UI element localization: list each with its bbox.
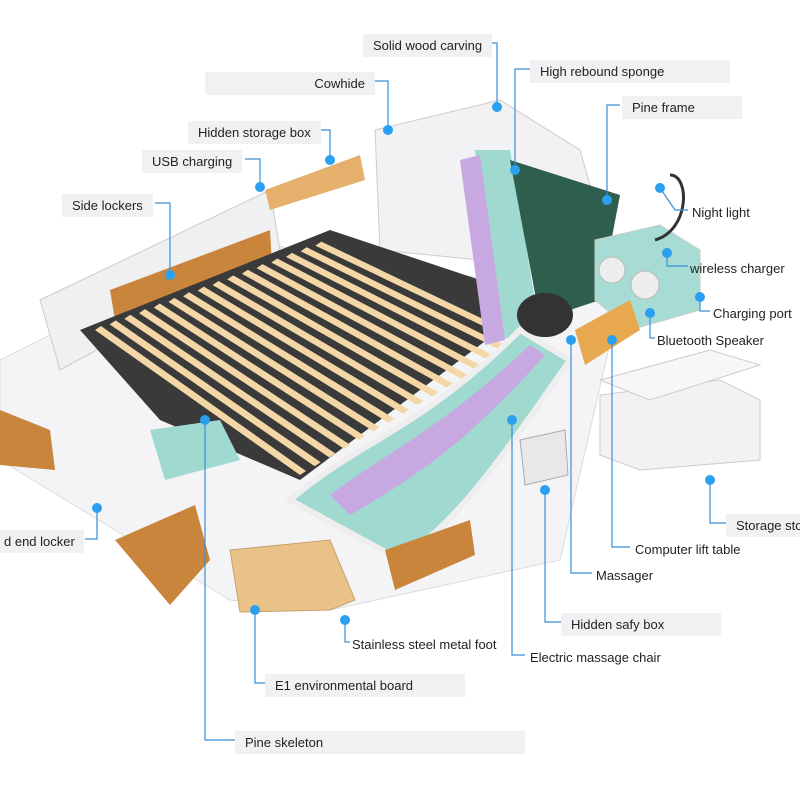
label-pine-frame: Pine frame: [622, 96, 742, 119]
bluetooth-speaker: [630, 270, 660, 300]
label-electric-massage-chair: Electric massage chair: [530, 650, 661, 665]
label-pine-skeleton: Pine skeleton: [235, 731, 525, 754]
storage-stool: [599, 379, 761, 471]
label-cowhide: Cowhide: [205, 72, 375, 95]
slat: [212, 281, 424, 405]
label-solid-wood-carving: Solid wood carving: [363, 34, 493, 57]
slat: [183, 292, 395, 423]
pine-frame-slats: [510, 160, 620, 320]
label-hidden-storage-box: Hidden storage box: [188, 121, 321, 144]
marker-dots: [92, 102, 715, 625]
stool-lid: [598, 349, 762, 401]
slat: [285, 252, 497, 362]
label-usb-charging: USB charging: [142, 150, 243, 173]
massage-chair-stripe: [330, 345, 545, 515]
label-storage-stool: Storage sto: [726, 514, 800, 537]
slat: [271, 258, 483, 370]
slat: [256, 264, 468, 379]
label-high-rebound-sponge: High rebound sponge: [530, 60, 730, 83]
slat: [197, 286, 409, 414]
slat: [124, 314, 336, 458]
backrest-sponge: [475, 150, 540, 340]
slat: [227, 275, 439, 397]
foot-cushion: [150, 420, 240, 480]
slat: [139, 309, 351, 449]
safe-box: [519, 429, 569, 486]
label-wireless-charger: wireless charger: [690, 261, 785, 276]
slat: [153, 303, 365, 440]
slats: [95, 241, 527, 475]
label-massager: Massager: [596, 568, 654, 583]
slat: [315, 241, 527, 344]
massager-pillow: [517, 293, 573, 337]
foot-drawer: [115, 505, 210, 605]
headboard-shelf: [265, 155, 365, 210]
label-stainless-steel-foot: Stainless steel metal foot: [352, 637, 497, 652]
label-side-lockers: Side lockers: [62, 194, 153, 217]
slat: [300, 247, 512, 353]
right-drawer: [385, 520, 475, 590]
label-e1-board: E1 environmental board: [265, 674, 465, 697]
label-bluetooth-speaker: Bluetooth Speaker: [657, 333, 764, 348]
slat: [168, 297, 380, 432]
label-computer-lift-table: Computer lift table: [635, 542, 741, 557]
backrest-lilac: [460, 155, 505, 345]
slat: [109, 320, 321, 467]
slat: [95, 326, 306, 475]
slat: [241, 269, 453, 388]
side-lockers: [110, 230, 272, 320]
left-drawer: [0, 410, 55, 470]
night-light: [654, 173, 685, 242]
label-hidden-safy-box: Hidden safy box: [561, 613, 721, 636]
label-charging-port: Charging port: [713, 306, 792, 321]
label-night-light: Night light: [692, 205, 750, 220]
computer-lift-table: [575, 300, 640, 365]
pine-skeleton-corner: [229, 539, 356, 613]
label-end-locker: d end locker: [0, 530, 84, 553]
bluetooth-speaker-left: [598, 256, 626, 284]
